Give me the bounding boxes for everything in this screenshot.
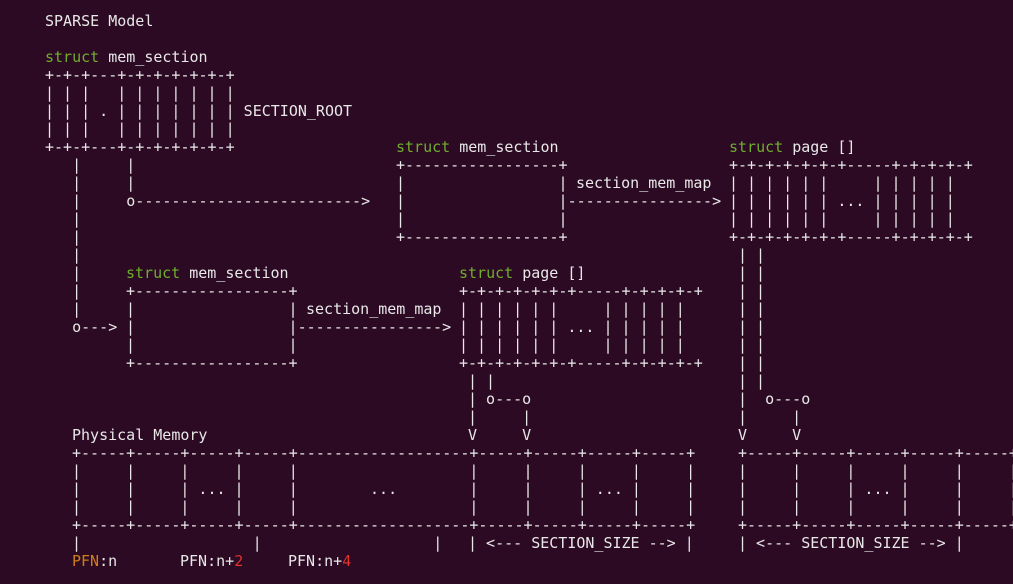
top-page-row: +-+-+-+-+-+-+-----+-+-+-+-+ <box>729 228 973 246</box>
mem-section-type: mem_section <box>108 48 208 66</box>
struct-keyword: struct <box>729 138 784 156</box>
root-link-row: | <box>45 246 82 264</box>
top-page-link-row: | | <box>738 336 766 354</box>
top-page-row: | | | | | | | | | | | <box>729 210 955 228</box>
root-link-row: o---> <box>45 318 118 336</box>
mid-section-box-row: | | <box>126 300 298 318</box>
top-page-row: | | | | | | ... | | | | | <box>729 192 955 210</box>
mid-page-row: +-+-+-+-+-+-+-----+-+-+-+-+ <box>459 282 703 300</box>
struct-keyword: struct <box>396 138 451 156</box>
physical-memory-row: | | | | | | <box>738 462 1013 480</box>
top-section-mem-map-label: section_mem_map <box>576 174 712 192</box>
page-array-type: page [] <box>792 138 856 156</box>
physical-memory-row: | | | ... | | ... | | | ... | | <box>72 480 696 498</box>
top-section-box-row: | | <box>396 210 568 228</box>
root-link-row: | <box>45 210 82 228</box>
physical-memory-label: Physical Memory <box>72 426 208 444</box>
pfn-prefix: PFN <box>72 552 100 570</box>
root-link-row: | | <box>45 156 136 174</box>
struct-keyword: struct <box>45 48 100 66</box>
top-section-box-row: +-----------------+ <box>396 228 568 246</box>
root-struct-label: struct mem_section <box>45 48 208 66</box>
top-page-link-row: V V <box>738 426 802 444</box>
root-array-row: | | | | | | | | | | <box>45 120 235 138</box>
mid-page-link-row: V V <box>468 426 532 444</box>
root-array-row: +-+-+---+-+-+-+-+-+-+ <box>45 66 235 84</box>
mid-page-label: struct page [] <box>459 264 585 282</box>
top-page-link-row: | o---o <box>738 390 811 408</box>
pfn-n2-label: PFN:n+2 <box>180 552 243 570</box>
top-section-box-row: | | <box>396 174 568 192</box>
top-page-label: struct page [] <box>729 138 855 156</box>
mid-page-row: +-+-+-+-+-+-+-----+-+-+-+-+ <box>459 354 703 372</box>
top-page-link-row: | | <box>738 246 766 264</box>
mid-section-box-row: +-----------------+ <box>126 354 298 372</box>
mid-section-box-row: | | <box>126 336 298 354</box>
top-page-row: | | | | | | | | | | | <box>729 174 955 192</box>
top-page-link-row: | | <box>738 408 802 426</box>
top-page-link-row: | | <box>738 372 766 390</box>
section-size-label: | <--- SECTION_SIZE --> | <box>468 534 694 552</box>
top-page-link-row: | | <box>738 264 766 282</box>
top-page-link-row: | | <box>738 354 766 372</box>
mid-page-link-row: | o---o <box>468 390 532 408</box>
top-section-box-row: +-----------------+ <box>396 156 568 174</box>
struct-keyword: struct <box>459 264 514 282</box>
root-link-row: | <box>45 264 82 282</box>
physical-memory-row: +-----+-----+-----+-----+---------------… <box>72 516 696 534</box>
root-link-row: | | <box>45 174 136 192</box>
pfn-n4-label: PFN:n+4 <box>288 552 351 570</box>
root-link-row: | <box>45 282 82 300</box>
root-array-row: | | | . | | | | | | | SECTION_ROOT <box>45 102 353 120</box>
page-array-type: page [] <box>522 264 586 282</box>
pfn-tick-row: | | | <box>72 534 443 552</box>
physical-memory-row: | | | | | | | | | | <box>72 462 696 480</box>
mid-section-mem-map-label: section_mem_map <box>306 300 442 318</box>
diagram-title: SPARSE Model <box>45 12 154 30</box>
physical-memory-row: +-----+-----+-----+-----+-----+ <box>738 516 1013 534</box>
top-section-box-row: | |----------------> <box>396 192 722 210</box>
pfn-n-suffix: :n <box>99 552 118 570</box>
mid-page-link-row: | | <box>468 408 532 426</box>
mid-page-row: | | | | | | | | | | | <box>459 300 685 318</box>
top-page-link-row: | | <box>738 282 766 300</box>
pfn-n-label: PFN:n <box>72 552 117 570</box>
mid-page-link-row: | | <box>468 372 496 390</box>
root-link-row: | <box>45 300 82 318</box>
struct-keyword: struct <box>126 264 181 282</box>
top-page-link-row: | | <box>738 300 766 318</box>
mem-section-type: mem_section <box>189 264 289 282</box>
physical-memory-row: | | | ... | | | <box>738 480 1013 498</box>
pfn-n4-prefix: PFN:n+ <box>288 552 343 570</box>
mid-section-box-row: +-----------------+ <box>126 282 298 300</box>
pfn-n4-offset: 4 <box>342 552 352 570</box>
physical-memory-row: +-----+-----+-----+-----+---------------… <box>72 444 696 462</box>
root-link-row: | o-------------------------> <box>45 192 371 210</box>
mid-page-row: | | | | | | ... | | | | | <box>459 318 685 336</box>
physical-memory-row: | | | | | | | | | | <box>72 498 696 516</box>
top-page-link-row: | | <box>738 318 766 336</box>
physical-memory-row: | | | | | | <box>738 498 1013 516</box>
pfn-n2-offset: 2 <box>234 552 244 570</box>
mid-page-row: | | | | | | | | | | | <box>459 336 685 354</box>
root-link-row: | <box>45 228 82 246</box>
pfn-n2-prefix: PFN:n+ <box>180 552 235 570</box>
mid-section-label: struct mem_section <box>126 264 289 282</box>
top-section-label: struct mem_section <box>396 138 559 156</box>
top-page-row: +-+-+-+-+-+-+-----+-+-+-+-+ <box>729 156 973 174</box>
root-array-row: | | | | | | | | | | <box>45 84 235 102</box>
root-array-row: +-+-+---+-+-+-+-+-+-+ <box>45 138 235 156</box>
section-size-label: | <--- SECTION_SIZE --> | <box>738 534 964 552</box>
physical-memory-row: +-----+-----+-----+-----+-----+ <box>738 444 1013 462</box>
mem-section-type: mem_section <box>459 138 559 156</box>
mid-section-box-row: | |----------------> <box>126 318 452 336</box>
